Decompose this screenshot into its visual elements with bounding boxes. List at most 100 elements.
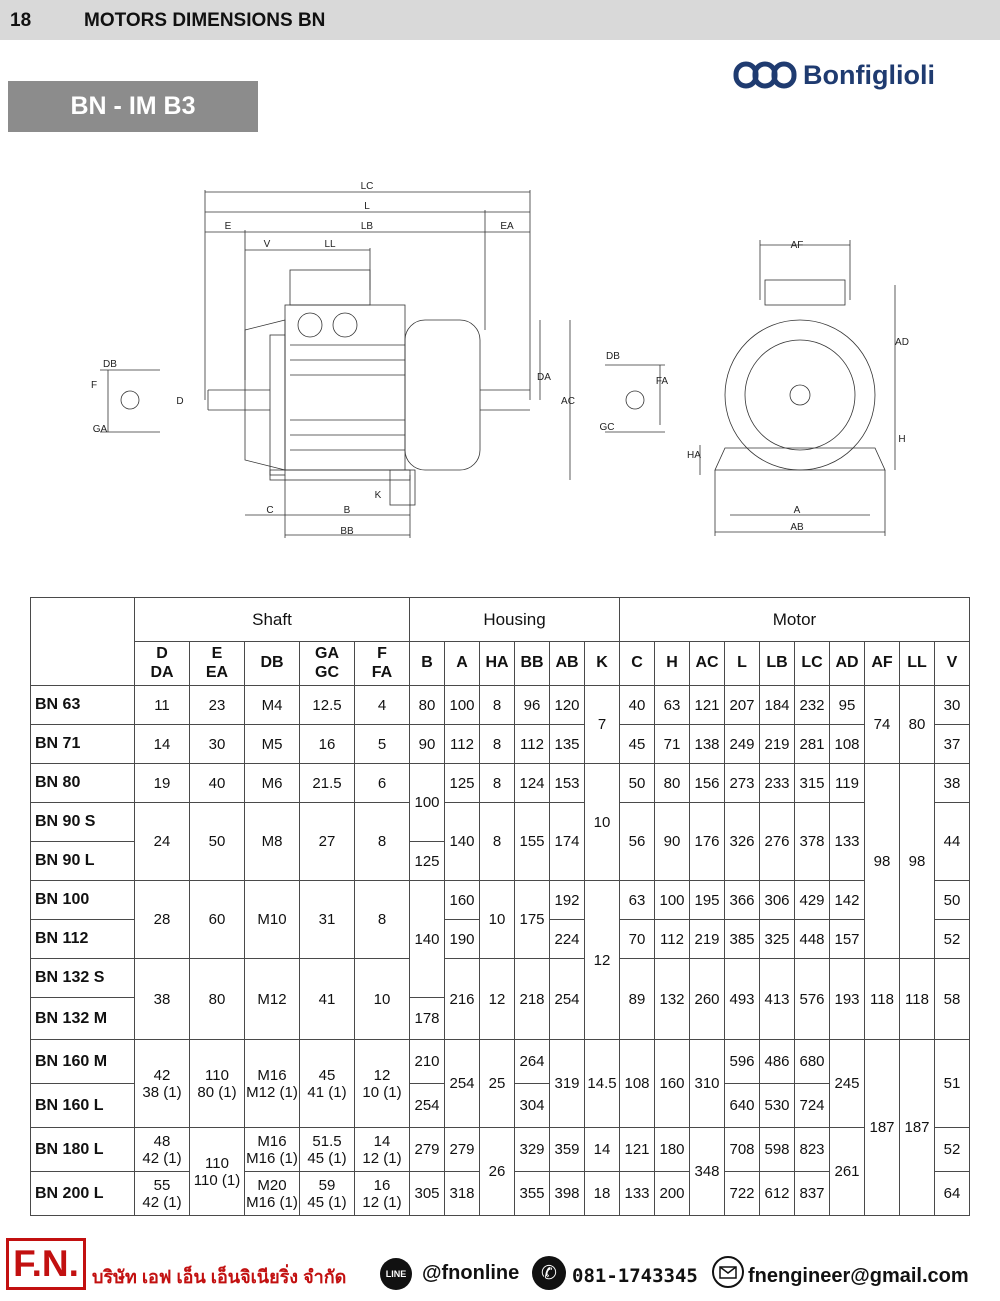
- cell-line: 45 (1): [307, 1149, 347, 1167]
- table-cell: 80: [189, 958, 245, 1040]
- table-cell: 124: [514, 763, 550, 803]
- model-cell: BN 100: [30, 880, 135, 920]
- table-cell: 640: [724, 1083, 760, 1128]
- table-cell: 219: [759, 724, 795, 764]
- table-cell: 38: [934, 763, 970, 803]
- cell-line: 16: [373, 1176, 391, 1194]
- table-cell: 190: [444, 919, 480, 959]
- table-cell: 45: [619, 724, 655, 764]
- col-ac: AC: [689, 641, 725, 686]
- motor-dimension-drawing: LC L E LB EA V LL DB F GA D DA AC K C B …: [91, 181, 909, 538]
- table-cell: 260: [689, 958, 725, 1040]
- table-row: BN 132 M 178: [30, 997, 970, 1040]
- table-cell: 160: [444, 880, 480, 920]
- model-cell: BN 71: [30, 724, 135, 764]
- cell-line: M16: [257, 1066, 287, 1084]
- model-cell: BN 90 S: [30, 802, 135, 842]
- col-c: C: [619, 641, 655, 686]
- cell-line: 51.5: [312, 1132, 342, 1150]
- table-cell: 153: [549, 763, 585, 803]
- label-ea: EA: [500, 221, 514, 232]
- table-cell: 58: [934, 958, 970, 1040]
- label-b: B: [344, 505, 351, 516]
- table-cell: 31: [299, 880, 355, 959]
- mail-icon: [712, 1256, 744, 1288]
- model-cell: BN 160 M: [30, 1039, 135, 1084]
- table-row: BN 90 S 24 50 M8 27 8 140 8 155 174 56 9…: [30, 802, 970, 881]
- table-cell: 155: [514, 802, 550, 881]
- table-cell: 112: [514, 724, 550, 764]
- table-cell: M12: [244, 958, 300, 1040]
- table-cell: M6: [244, 763, 300, 803]
- line-id[interactable]: @fnonline: [422, 1262, 520, 1284]
- model-cell: BN 80: [30, 763, 135, 803]
- table-cell: 52: [934, 1127, 970, 1172]
- model-cell: BN 90 L: [30, 841, 135, 881]
- table-cell: 80: [654, 763, 690, 803]
- col-ad: AD: [829, 641, 865, 686]
- label-ll: LL: [324, 239, 336, 250]
- table-cell: 80: [899, 685, 935, 764]
- table-cell: 8: [479, 724, 515, 764]
- table-cell: 187: [864, 1039, 900, 1216]
- email-address[interactable]: fnengineer@gmail.com: [748, 1265, 969, 1287]
- col-b: B: [409, 641, 445, 686]
- label-lc: LC: [361, 181, 374, 192]
- table-cell: 121: [619, 1127, 655, 1172]
- table-cell: 12: [584, 880, 620, 1040]
- table-cell: 96: [514, 685, 550, 725]
- table-cell: 254: [444, 1039, 480, 1128]
- label-ha: HA: [687, 450, 701, 461]
- table-cell: 264: [514, 1039, 550, 1084]
- table-cell: 823: [794, 1127, 830, 1172]
- col-fa: FA: [371, 663, 393, 681]
- table-cell: M4: [244, 685, 300, 725]
- cell-line: M16 (1): [246, 1193, 298, 1211]
- table-cell: 413: [759, 958, 795, 1040]
- table-cell: 90: [409, 724, 445, 764]
- table-cell: 6: [354, 763, 410, 803]
- col-ll: LL: [899, 641, 935, 686]
- table-cell: 44: [934, 802, 970, 881]
- footer: F.N. บริษัท เอฟ เอ็น เอ็นจิเนียริ่ง จำกั…: [0, 1238, 1000, 1301]
- cell-line: M12 (1): [246, 1083, 298, 1101]
- table-cell: 493: [724, 958, 760, 1040]
- col-lc: LC: [794, 641, 830, 686]
- table-cell: 11: [134, 685, 190, 725]
- label-d: D: [176, 396, 183, 407]
- table-cell: 281: [794, 724, 830, 764]
- table-cell: 310: [689, 1039, 725, 1128]
- table-cell: 8: [479, 763, 515, 803]
- table-cell: 25: [479, 1039, 515, 1128]
- table-row: BN 90 L 125: [30, 841, 970, 881]
- cell-line: 59: [318, 1176, 336, 1194]
- page-title: MOTORS DIMENSIONS BN: [84, 10, 326, 31]
- table-cell: 304: [514, 1083, 550, 1128]
- col-ga: GA: [315, 645, 339, 663]
- label-db: DB: [103, 359, 117, 370]
- company-name: บริษัท เอฟ เอ็น เอ็นจิเนียริ่ง จำกัด: [92, 1267, 347, 1287]
- corner-cell: [30, 597, 135, 686]
- table-cell: 359: [549, 1127, 585, 1172]
- table-cell: 142: [829, 880, 865, 920]
- table-cell: 8: [354, 880, 410, 959]
- phone-number[interactable]: 081-1743345: [572, 1265, 698, 1287]
- table-cell: 195: [689, 880, 725, 920]
- table-cell: 160: [654, 1039, 690, 1128]
- table-cell: 448: [794, 919, 830, 959]
- table-cell: 24: [134, 802, 190, 881]
- table-cell: 315: [794, 763, 830, 803]
- cell-line: 110: [205, 1154, 229, 1172]
- label-a: A: [794, 505, 801, 516]
- table-cell: 837: [794, 1171, 830, 1216]
- table-cell: 63: [654, 685, 690, 725]
- label-db-2: DB: [606, 351, 620, 362]
